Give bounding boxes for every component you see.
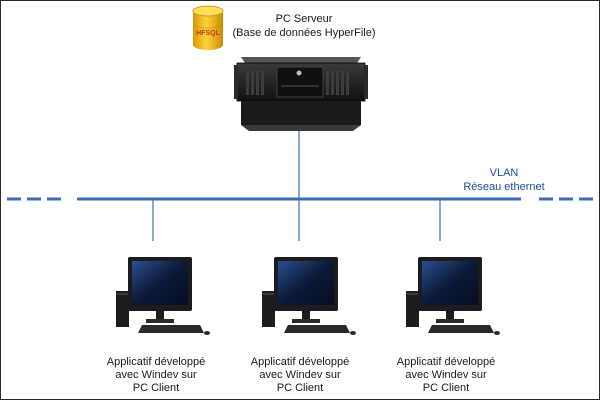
client-label-line2: avec Windev sur bbox=[259, 369, 341, 381]
client-label: Applicatif développé avec Windev sur PC … bbox=[235, 356, 365, 395]
client-computer-icon bbox=[116, 257, 210, 335]
network-type: Réseau ethernet bbox=[463, 181, 545, 193]
client-label-line2: avec Windev sur bbox=[405, 369, 487, 381]
database-icon: HFSQL bbox=[192, 5, 224, 50]
server-subtitle: (Base de données HyperFile) bbox=[232, 27, 376, 39]
database-badge-label: HFSQL bbox=[196, 30, 220, 37]
client-label-line1: Applicatif développé bbox=[396, 356, 496, 368]
network-connectors bbox=[152, 127, 441, 241]
network-label: VLAN Réseau ethernet bbox=[449, 166, 559, 194]
client-label: Applicatif développé avec Windev sur PC … bbox=[91, 356, 221, 395]
server-label: PC Serveur (Base de données HyperFile) bbox=[229, 12, 379, 40]
server-title: PC Serveur bbox=[275, 13, 333, 25]
client-label-line1: Applicatif développé bbox=[106, 356, 206, 368]
client-label-line3: PC Client bbox=[132, 382, 180, 394]
client-computer-icon bbox=[262, 257, 356, 335]
client-label: Applicatif développé avec Windev sur PC … bbox=[381, 356, 511, 395]
client-label-line3: PC Client bbox=[422, 382, 470, 394]
server-icon bbox=[234, 57, 368, 131]
client-label-line1: Applicatif développé bbox=[250, 356, 350, 368]
client-computer-icon bbox=[406, 257, 500, 335]
client-label-line3: PC Client bbox=[276, 382, 324, 394]
network-name: VLAN bbox=[489, 167, 519, 179]
client-label-line2: avec Windev sur bbox=[115, 369, 197, 381]
